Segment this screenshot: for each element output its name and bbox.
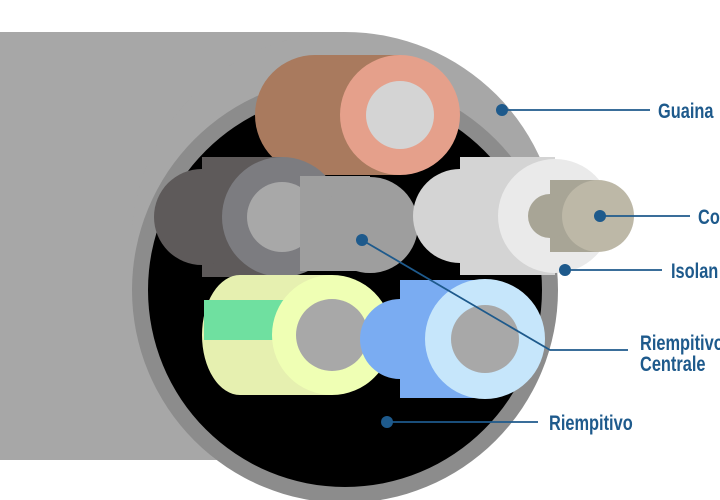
dot-conduttore <box>594 210 606 222</box>
copper-wire <box>255 55 460 175</box>
dot-riempitivo <box>381 416 393 428</box>
dark-wire-core <box>247 182 317 252</box>
white-wire-back <box>413 169 507 263</box>
central-filler <box>300 176 418 273</box>
green-stripe-back <box>204 300 254 340</box>
label-riempitivo-centrale-line1: Riempitivo <box>640 331 720 354</box>
label-conduttore: Co <box>698 205 720 228</box>
dot-isolante <box>559 264 571 276</box>
yellow-green-wire-core <box>296 299 368 371</box>
label-riempitivo: Riempitivo <box>549 411 633 434</box>
dark-wire-back <box>154 169 250 265</box>
yellow-green-wire-back <box>202 275 240 395</box>
blue-wire <box>360 279 545 399</box>
dot-riempitivo-centrale <box>356 234 368 246</box>
leader-riempitivo-centrale <box>361 239 628 351</box>
conductor-back <box>528 194 572 238</box>
copper-wire-core <box>366 81 434 149</box>
yellow-green-wire <box>202 275 392 395</box>
central-filler-end <box>322 177 418 273</box>
blue-wire-core <box>451 305 519 373</box>
blue-wire-back <box>360 299 440 379</box>
label-guaina: Guaina <box>658 99 714 122</box>
label-isolante: Isolan <box>671 259 718 282</box>
labels: Guaina Co Isolan Riempitivo Centrale Rie… <box>549 99 720 434</box>
leader-lines <box>356 104 690 428</box>
label-riempitivo-centrale-line2: Centrale <box>640 352 706 375</box>
copper-wire-back <box>255 55 375 175</box>
dot-guaina <box>496 104 508 116</box>
